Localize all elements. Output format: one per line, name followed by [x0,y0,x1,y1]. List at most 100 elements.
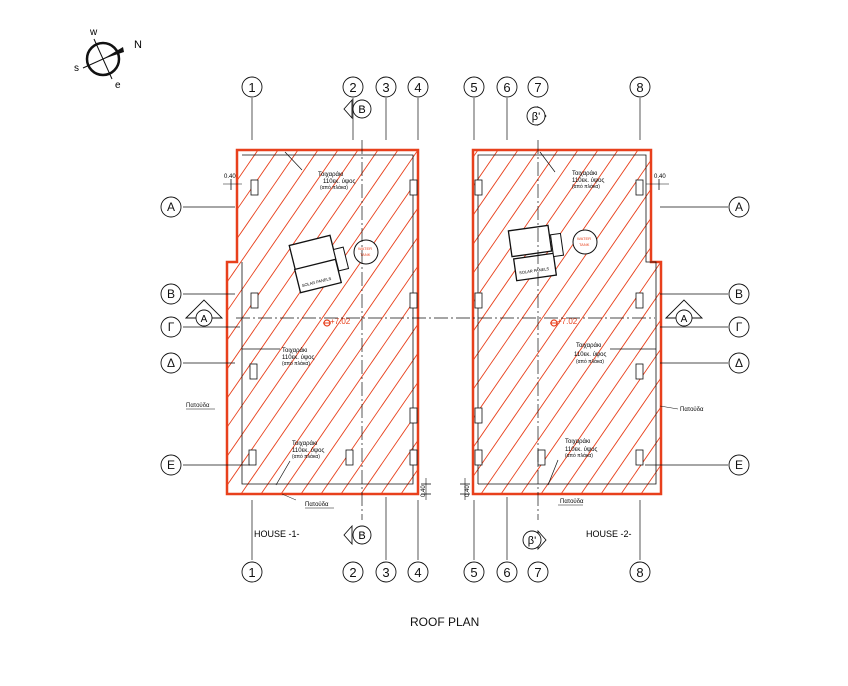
compass-e: e [115,80,121,91]
wall-note-5b: 110εκ. ύψος [574,352,606,358]
axis-bottom-3: 3 [382,565,389,580]
row-left-a: A [167,200,175,214]
house-1-label: HOUSE -1- [254,529,300,539]
axis-bubble-top-2 [342,76,364,98]
section-bprime-bottom-label: β' [528,535,536,547]
house-2-label: HOUSE -2- [586,529,632,539]
patouda-label-2: Πατούδα [305,502,329,508]
row-left-e: E [167,458,175,472]
row-right-a: A [735,200,743,214]
compass-icon: N w s e [74,27,142,91]
axis-bubble-top-8 [629,76,651,98]
elevation-marker-1: +7.02 [323,317,351,327]
axis-bubble-top-7 [527,76,549,98]
compass-w: w [89,27,98,38]
section-bprime-top-label: β' [532,111,540,123]
wall-note-4b: 110εκ. ύψος [572,178,604,184]
row-right-b: B [735,287,743,301]
wall-note-5a: Τοιχαράκι [576,342,602,349]
dim-040-3: 0.40 [654,174,666,180]
row-left-g: Γ [168,320,175,334]
section-b-bottom-label: B [358,530,365,542]
patouda-label-4: Πατούδα [560,499,584,505]
axis-bottom-8: 8 [636,565,643,580]
section-a-right-label: A [681,314,688,325]
wall-note-1a: Τοιχαράκι [318,171,344,178]
drawing-title: ROOF PLAN [410,615,479,629]
water-tank-label-3: WATER [577,236,591,241]
wall-note-2a: Τοιχαράκι [282,347,308,354]
section-a-left-label: A [201,314,208,325]
wall-note-6b: 110εκ. ύψος [565,447,597,453]
axis-bottom-7: 7 [534,565,541,580]
wall-note-2c: (από πλάκα) [282,360,310,367]
section-marker-b-bottom [343,524,372,546]
dim-040-2: 0.40 [421,485,427,497]
solar-panels-label-2: SOLAR PANELS [519,266,550,275]
elevation-marker-2: +7.02 [550,317,578,327]
dim-040-4: 0.40 [465,485,471,497]
wall-note-3b: 110εκ. ύψος [292,448,324,454]
axis-bubble-top-1 [241,76,263,98]
water-tank-icon-2: WATER TANK [572,229,598,255]
wall-note-1b: 110εκ. ύψος [323,179,355,185]
axis-bubble-top-6 [496,76,518,98]
row-right-e: E [735,458,743,472]
compass-n: N [134,39,142,51]
wall-note-3c: (από πλάκα) [292,453,320,460]
wall-note-4c: (από πλάκα) [572,183,600,190]
solar-panels-icon-2: SOLAR PANELS [507,224,565,282]
axis-top-6: 6 [503,80,510,95]
dim-040-1: 0.40 [224,174,236,180]
wall-note-4a: Τοιχαράκι [572,170,598,177]
patouda-label-3: Πατούδα [680,407,704,413]
wall-note-6c: (από πλάκα) [565,452,593,459]
axis-bubble-top-3 [375,76,397,98]
house-2-roof: SOLAR PANELS WATER TANK +7.02 Τοιχαράκι … [460,148,704,539]
axis-top-8: 8 [636,80,643,95]
elevation-label-2: +7.02 [557,317,578,326]
row-right-d: Δ [735,356,743,370]
wall-note-6a: Τοιχαράκι [565,438,591,445]
axis-top-3: 3 [382,80,389,95]
axis-top-1: 1 [248,80,255,95]
section-marker-a-left [184,299,224,327]
axis-bottom-4: 4 [414,565,421,580]
row-right-g: Γ [736,320,743,334]
axis-top-7: 7 [534,80,541,95]
wall-note-2b: 110εκ. ύψος [282,355,314,361]
axis-bubble-top-4 [407,76,429,98]
wall-note-5c: (από πλάκα) [576,358,604,365]
section-marker-bprime-top [526,105,547,127]
axis-bottom-1: 1 [248,565,255,580]
house-1-roof: SOLAR PANELS WATER TANK +7.02 Τοιχαράκι … [186,148,431,539]
axis-bottom-2: 2 [349,565,356,580]
axis-top-4: 4 [414,80,421,95]
solar-panels-icon: SOLAR PANELS [288,234,350,294]
row-axis-bubbles-right [728,196,750,476]
water-tank-label-1: WATER [358,246,372,251]
top-axis-bubbles [241,76,651,98]
water-tank-label-4: TANK [579,242,590,247]
elevation-label-1: +7.02 [330,317,351,326]
vertical-grid-lines [251,98,641,560]
section-marker-b-top [343,98,372,120]
row-left-b: B [167,287,175,301]
axis-top-2: 2 [349,80,356,95]
axis-bubble-top-5 [463,76,485,98]
row-left-d: Δ [167,356,175,370]
patouda-label-1: Πατούδα [186,403,210,409]
wall-note-1c: (από πλάκα) [320,184,348,191]
section-marker-bprime-bottom [522,529,547,551]
section-b-top-label: B [358,104,365,116]
axis-top-5: 5 [470,80,477,95]
row-axis-bubbles-left [160,196,182,476]
wall-note-3a: Τοιχαράκι [292,440,318,447]
axis-bottom-5: 5 [470,565,477,580]
water-tank-label-2: TANK [360,252,371,257]
bottom-axis-bubbles [241,561,651,583]
axis-bottom-6: 6 [503,565,510,580]
compass-s: s [74,63,79,74]
water-tank-icon: WATER TANK [353,239,379,265]
